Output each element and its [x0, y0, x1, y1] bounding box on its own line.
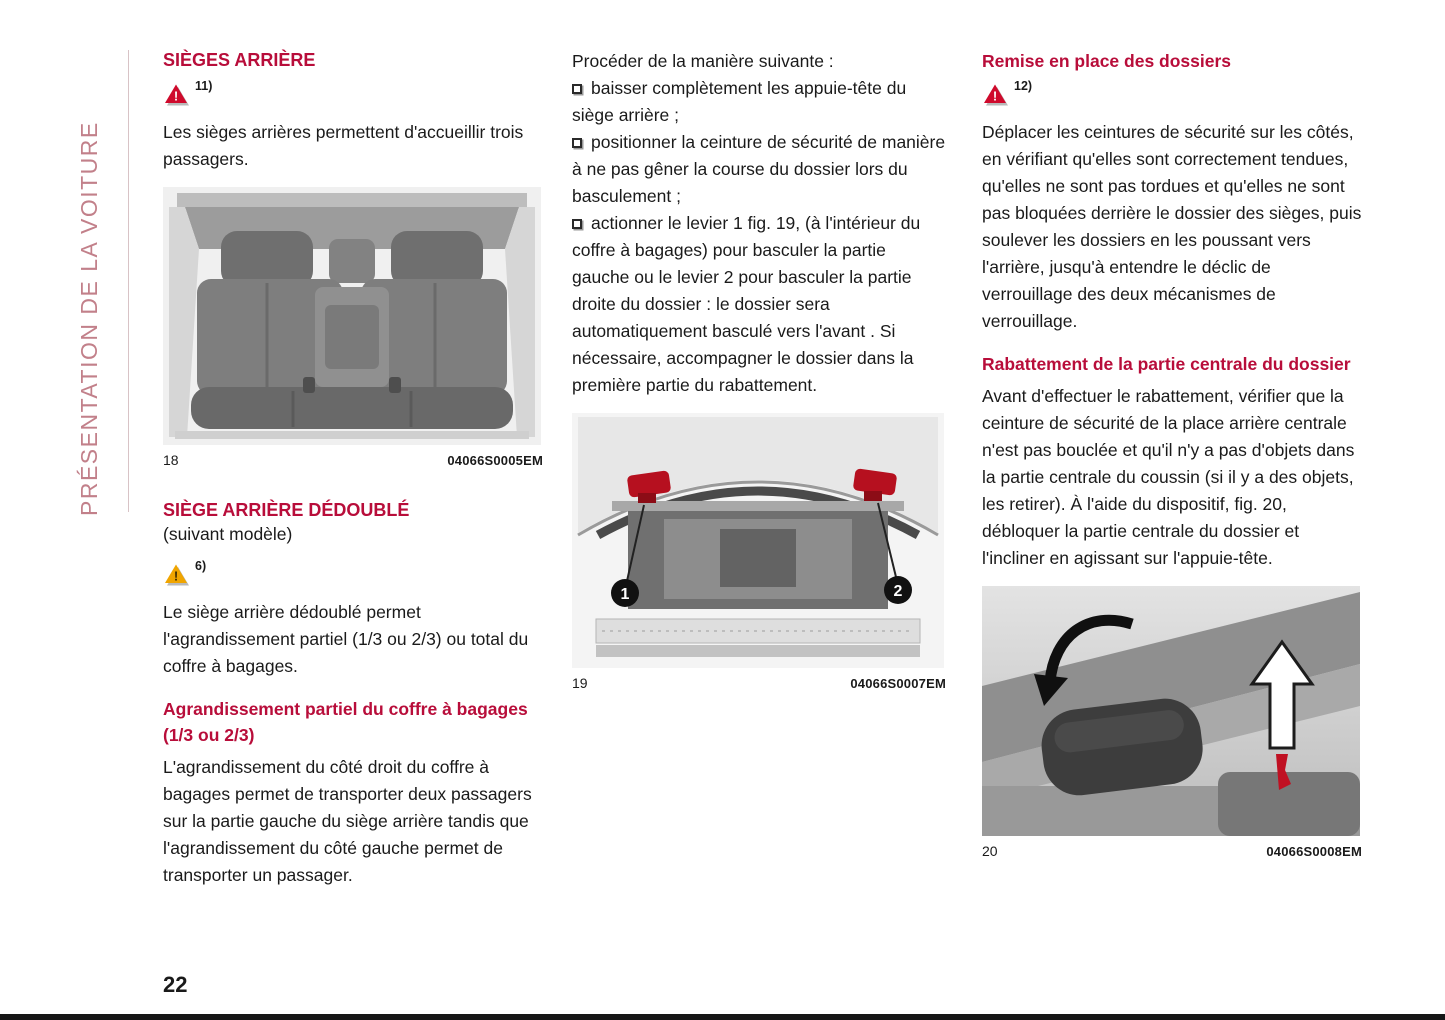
list-item-text: actionner le levier 1 fig. 19, (à l'inté…	[572, 213, 921, 395]
svg-text:!: !	[174, 89, 178, 104]
warning-triangle-icon: !	[984, 84, 1008, 106]
procedure-intro: Procéder de la manière suivante :	[572, 51, 834, 71]
svg-text:1: 1	[621, 586, 630, 603]
callout-2: 2	[884, 576, 912, 604]
list-item-text: baisser complètement les appuie-tête du …	[572, 78, 907, 125]
figure-19-trunk-levers-illustration: 1 2	[572, 413, 944, 668]
svg-text:!: !	[993, 89, 997, 104]
chapter-vertical-label: PRÉSENTATION DE LA VOITURE	[76, 121, 102, 516]
up-arrow-icon	[1249, 639, 1315, 750]
section-title-sieges-arriere: SIÈGES ARRIÈRE	[163, 50, 316, 70]
list-item-text: positionner la ceinture de sécurité de m…	[572, 132, 946, 206]
page-number: 22	[163, 972, 188, 997]
figure-code: 04066S0008EM	[1266, 844, 1362, 859]
paragraph: Déplacer les ceintures de sécurité sur l…	[982, 122, 1362, 331]
warning-reference-12: ! 12)	[982, 79, 1362, 107]
figure-20-caption: 20 04066S0008EM	[982, 843, 1362, 859]
column-left: SIÈGES ARRIÈRE ! 11) Les sièges arrières…	[163, 48, 543, 889]
headrest	[1041, 698, 1203, 796]
square-bullet-icon	[572, 219, 582, 229]
subheading-rabattement: Rabattement de la partie centrale du dos…	[982, 354, 1351, 374]
list-item: positionner la ceinture de sécurité de m…	[572, 129, 946, 210]
paragraph: Les sièges arrières permettent d'accueil…	[163, 122, 524, 169]
figure-20-headrest-fold-illustration	[982, 586, 1360, 836]
warning-reference-6: ! 6)	[163, 559, 543, 587]
section-title-siege-dedouble: SIÈGE ARRIÈRE DÉDOUBLÉ	[163, 500, 410, 520]
rotate-arrow-icon	[1034, 614, 1134, 706]
figure-number: 20	[982, 843, 998, 859]
warning-ref-number: 12)	[1014, 79, 1033, 93]
caution-triangle-icon: !	[165, 564, 189, 586]
square-bullet-icon	[572, 84, 582, 94]
figure-code: 04066S0005EM	[447, 453, 543, 468]
red-strap	[1276, 754, 1291, 790]
sidebar-divider	[128, 50, 129, 512]
model-note: (suivant modèle)	[163, 524, 293, 544]
paragraph: Le siège arrière dédoublé permet l'agran…	[163, 602, 529, 676]
list-item: actionner le levier 1 fig. 19, (à l'inté…	[572, 210, 946, 399]
svg-text:!: !	[174, 569, 178, 584]
list-item: baisser complètement les appuie-tête du …	[572, 75, 946, 129]
subheading-agrandissement: Agrandissement partiel du coffre à bagag…	[163, 699, 528, 745]
column-middle: Procéder de la manière suivante : baisse…	[572, 48, 946, 691]
paragraph: L'agrandissement du côté droit du coffre…	[163, 757, 532, 885]
left-latch	[627, 470, 671, 503]
page-bottom-edge	[0, 1014, 1445, 1020]
figure-18-caption: 18 04066S0005EM	[163, 452, 543, 468]
warning-ref-number: 11)	[195, 79, 213, 93]
subheading-remise-en-place: Remise en place des dossiers	[982, 51, 1232, 71]
figure-number: 19	[572, 675, 588, 691]
warning-ref-number: 6)	[195, 559, 207, 573]
warning-triangle-icon: !	[165, 84, 189, 106]
callout-1: 1	[611, 579, 639, 607]
figure-code: 04066S0007EM	[850, 676, 946, 691]
warning-reference-11: ! 11)	[163, 79, 543, 107]
figure-number: 18	[163, 452, 179, 468]
svg-text:2: 2	[894, 583, 903, 600]
right-latch	[853, 468, 897, 501]
paragraph: Avant d'effectuer le rabattement, vérifi…	[982, 386, 1355, 568]
column-right: Remise en place des dossiers ! 12) Dépla…	[982, 48, 1362, 859]
square-bullet-icon	[572, 138, 582, 148]
figure-18-rear-seats-illustration	[163, 187, 541, 445]
figure-19-caption: 19 04066S0007EM	[572, 675, 946, 691]
